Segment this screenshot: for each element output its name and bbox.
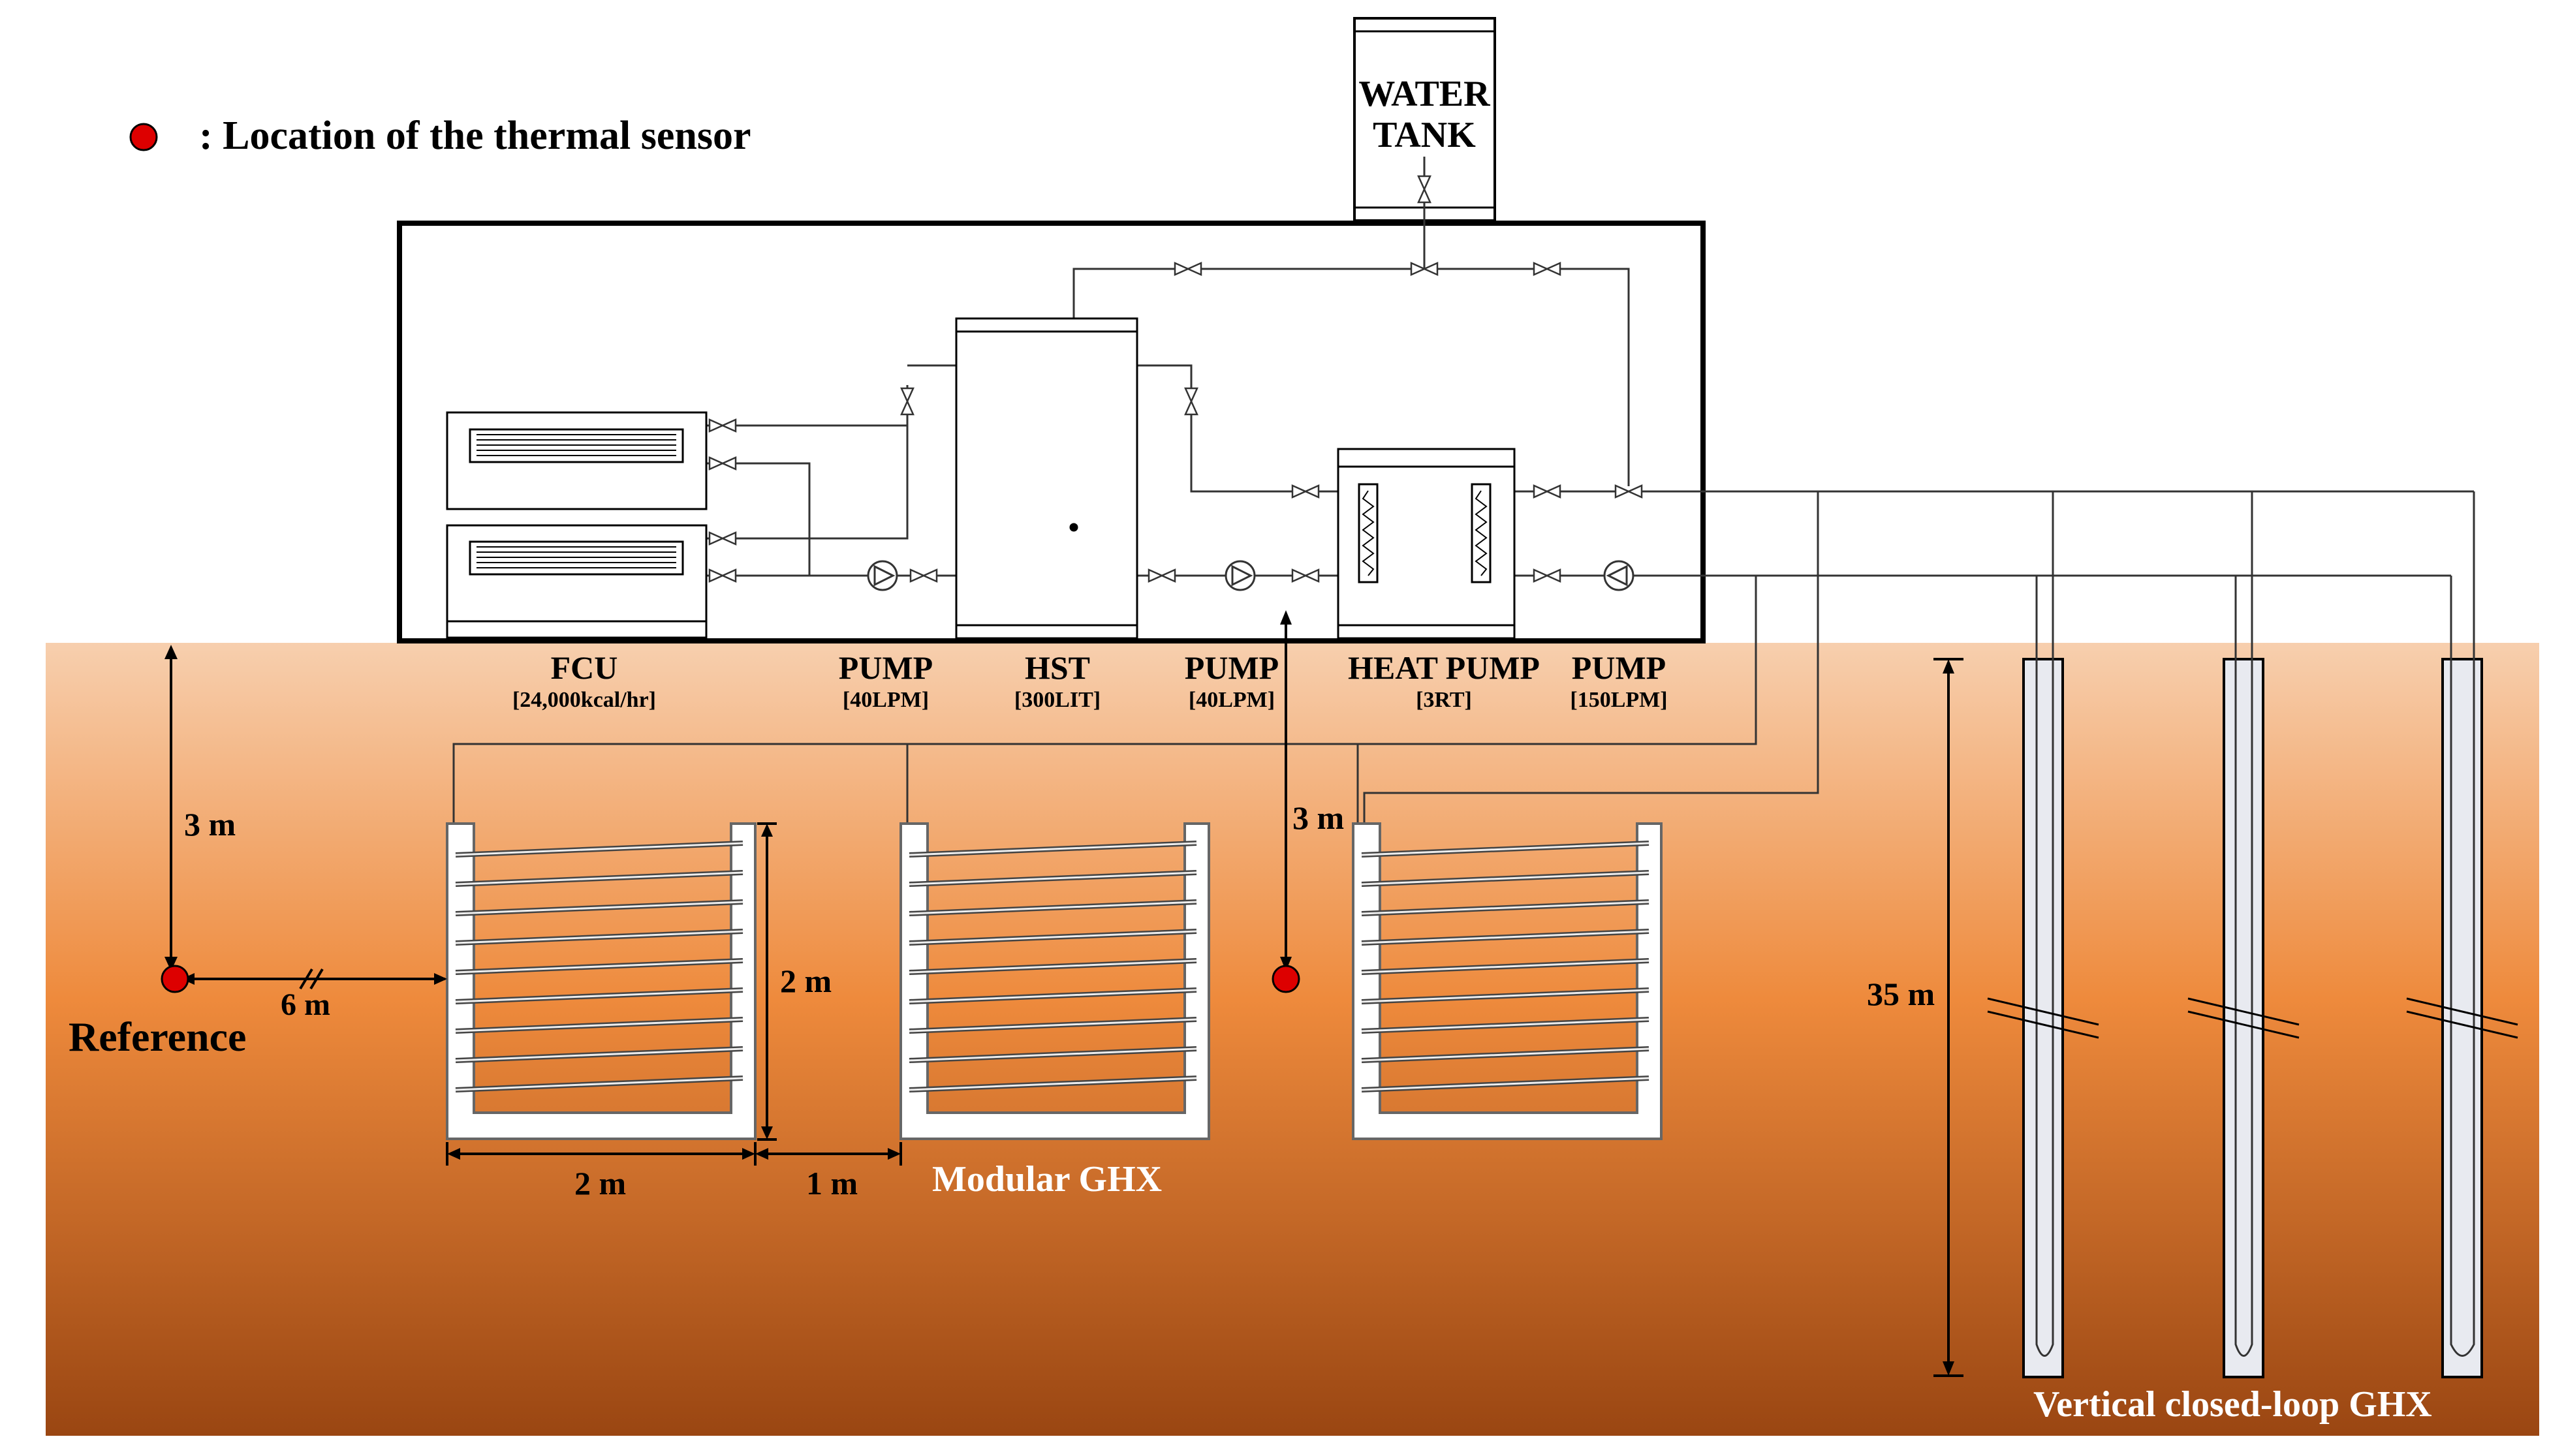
coil-tube-highlight xyxy=(909,1077,1197,1091)
valve-icon xyxy=(708,418,737,433)
coil-tube-highlight xyxy=(1361,1077,1649,1091)
reference-distance-label: 6 m xyxy=(281,987,330,1022)
pump-1-label: PUMP xyxy=(839,649,933,686)
valve-icon xyxy=(1417,175,1431,204)
dimension-labels: 3 m 6 m 2 m 2 m 1 m 3 m 35 m Reference M… xyxy=(69,799,2432,1425)
valve-icon xyxy=(1533,262,1561,276)
piping xyxy=(452,157,2475,824)
coil-tube-highlight xyxy=(909,842,1197,856)
legend-text: : Location of the thermal sensor xyxy=(199,114,751,158)
pump-2-spec: [40LPM] xyxy=(1189,688,1275,712)
valve-icon xyxy=(1148,568,1176,583)
valve-icon xyxy=(1174,262,1202,276)
reference-label: Reference xyxy=(69,1014,246,1060)
hst-spec: [300LIT] xyxy=(1014,688,1101,712)
coil-tube-highlight xyxy=(1361,842,1649,856)
borehole xyxy=(2406,656,2518,1378)
coil-tube-highlight xyxy=(909,1047,1197,1062)
sensor-marker-icon xyxy=(129,123,158,151)
pump-icon xyxy=(1603,560,1634,591)
fcu-spec: [24,000kcal/hr] xyxy=(512,688,656,712)
modular-ghx-label: Modular GHX xyxy=(932,1159,1162,1200)
pump-icon xyxy=(867,560,898,591)
coil-tube-highlight xyxy=(455,1047,743,1062)
modular-ghx-units xyxy=(446,822,1663,1140)
hst-label: HST xyxy=(1025,649,1090,686)
coil-tube-highlight xyxy=(1361,930,1649,944)
valve-icon xyxy=(1184,387,1198,416)
vertical-ghx xyxy=(1987,656,2518,1378)
ghx-module xyxy=(899,822,1210,1140)
valve-icon xyxy=(708,531,737,546)
pump-1-spec: [40LPM] xyxy=(843,688,929,712)
module-width-label: 2 m xyxy=(574,1165,626,1201)
module-gap-label: 1 m xyxy=(806,1165,858,1201)
valve-icon xyxy=(1291,568,1320,583)
coil-tube-highlight xyxy=(1361,989,1649,1003)
coil-tube-highlight xyxy=(909,959,1197,974)
coil-tube-highlight xyxy=(1361,871,1649,886)
pump-3-spec: [150LPM] xyxy=(1570,688,1667,712)
coil-tube-highlight xyxy=(909,901,1197,915)
ghx-module xyxy=(446,822,757,1140)
ghx-module xyxy=(1352,822,1663,1140)
coil-tube-highlight xyxy=(1361,1018,1649,1032)
heat-pump-label: HEAT PUMP xyxy=(1348,649,1540,686)
pump-2-label: PUMP xyxy=(1185,649,1279,686)
valve-icon xyxy=(900,387,915,416)
coil-tube-highlight xyxy=(455,901,743,915)
coil-tube-highlight xyxy=(1361,1047,1649,1062)
coil-tube-highlight xyxy=(455,989,743,1003)
sensor-reference-icon xyxy=(161,965,189,993)
coil-tube-highlight xyxy=(909,1018,1197,1032)
hst-tank xyxy=(955,317,1138,640)
sensors xyxy=(161,965,1300,993)
heat-pump-spec: [3RT] xyxy=(1416,688,1472,712)
pump-3-label: PUMP xyxy=(1572,649,1666,686)
coil-tube-highlight xyxy=(455,1018,743,1032)
valve-icon xyxy=(1410,262,1439,276)
borehole xyxy=(2187,656,2300,1378)
valve-icon xyxy=(1291,484,1320,499)
water-tank-label-2: TANK xyxy=(1373,115,1476,155)
valve-icon xyxy=(1533,484,1561,499)
coil-tube-highlight xyxy=(455,930,743,944)
valve-icon xyxy=(708,568,737,583)
sensor-depth-label: 3 m xyxy=(1292,799,1344,836)
coil-tube-highlight xyxy=(455,959,743,974)
sensor-ghx-icon xyxy=(1272,965,1300,993)
valve-icon xyxy=(909,568,938,583)
pump-icon xyxy=(1225,560,1256,591)
fcu-label: FCU xyxy=(551,649,618,686)
fcu-units xyxy=(446,411,708,639)
module-height-label: 2 m xyxy=(780,963,832,999)
valve-icon xyxy=(708,456,737,471)
coil-tube-highlight xyxy=(455,1077,743,1091)
coil-tube-highlight xyxy=(455,842,743,856)
component-labels: FCU [24,000kcal/hr] PUMP [40LPM] HST [30… xyxy=(512,649,1668,712)
vertical-ghx-label: Vertical closed-loop GHX xyxy=(2033,1384,2432,1425)
borehole xyxy=(1987,656,2099,1378)
coil-tube-highlight xyxy=(1361,901,1649,915)
legend: : Location of the thermal sensor xyxy=(129,114,751,158)
reference-depth-label: 3 m xyxy=(184,806,236,843)
water-tank-label-1: WATER xyxy=(1358,74,1490,114)
ground xyxy=(46,643,2539,1436)
coil-tube-highlight xyxy=(909,871,1197,886)
coil-tube-highlight xyxy=(909,930,1197,944)
coil-tube-highlight xyxy=(455,871,743,886)
coil-tube-highlight xyxy=(909,989,1197,1003)
vertical-depth-label: 35 m xyxy=(1867,976,1935,1012)
heat-pump xyxy=(1337,448,1516,640)
valve-icon xyxy=(1614,484,1643,499)
coil-tube-highlight xyxy=(1361,959,1649,974)
valve-icon xyxy=(1533,568,1561,583)
